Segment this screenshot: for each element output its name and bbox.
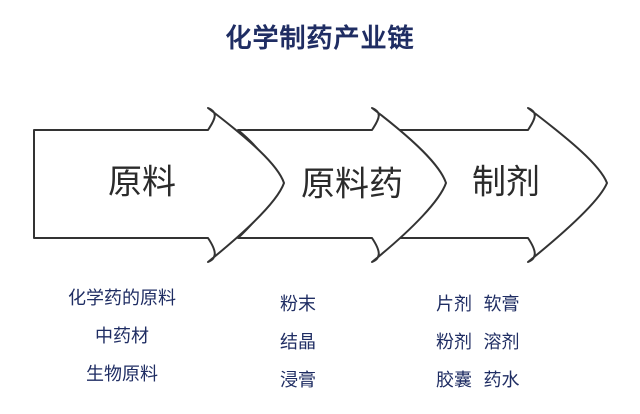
list-item: 生物原料 [86,364,158,385]
arrow-raw-materials [33,107,285,263]
stage-label-formulation: 制剂 [472,163,540,203]
raw-materials-list: 化学药的原料 中药材 生物原料 [40,280,204,394]
list-item: 片剂 软膏 [436,294,520,315]
stage-label-api: 原料药 [301,165,403,205]
list-item: 粉剂 溶剂 [436,332,520,353]
list-item: 粉末 [280,294,316,315]
list-item: 中药材 [95,326,149,347]
list-item: 胶囊 药水 [436,370,520,391]
formulation-types-list: 片剂 软膏 粉剂 溶剂 胶囊 药水 [436,286,576,400]
diagram-title: 化学制药产业链 [225,24,415,54]
list-item: 化学药的原料 [68,288,176,309]
list-item: 浸膏 [280,370,316,391]
api-forms-list: 粉末 结晶 浸膏 [280,286,360,400]
list-item: 结晶 [280,332,316,353]
stage-label-raw: 原料 [108,163,176,203]
